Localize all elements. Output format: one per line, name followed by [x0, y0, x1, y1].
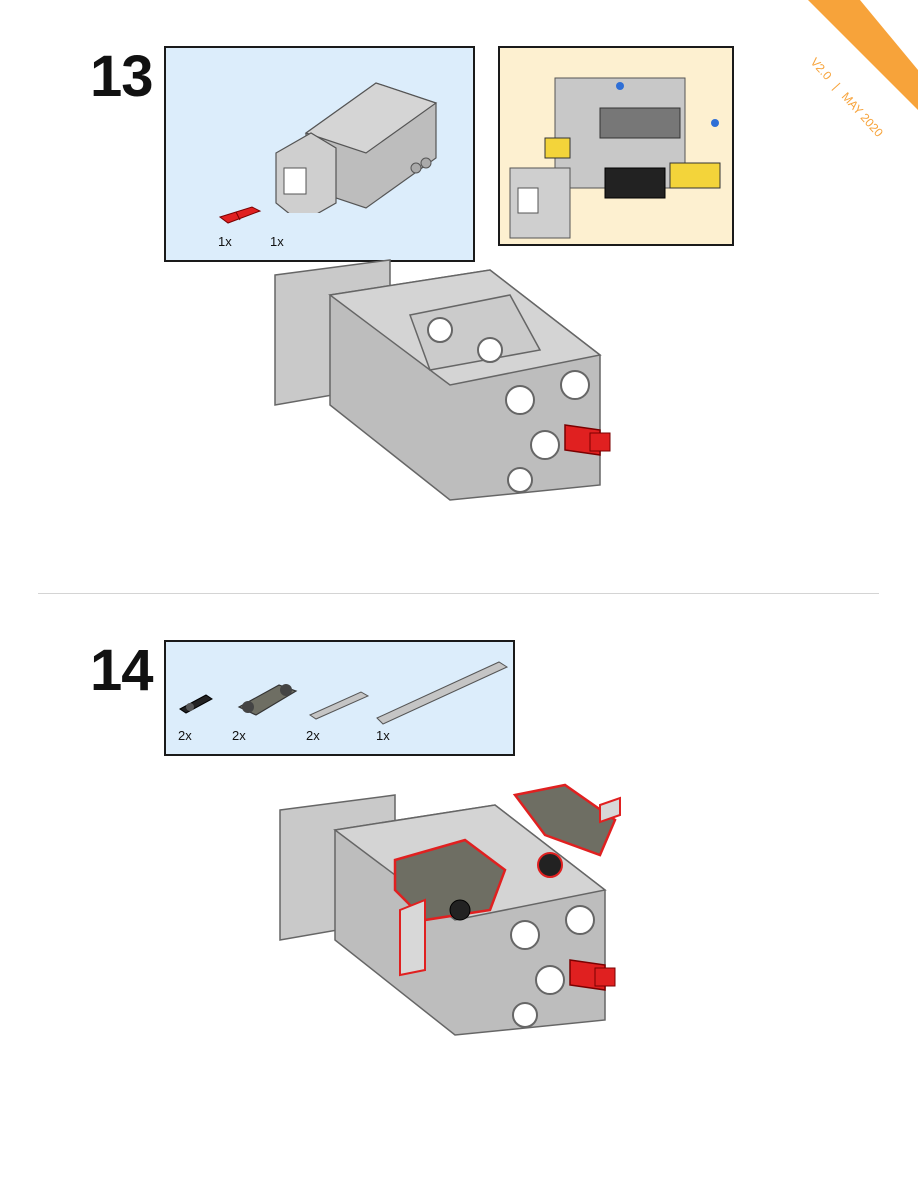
submodel-preview-image	[509, 77, 721, 239]
section-divider	[38, 593, 879, 594]
red-axle-pin-image	[218, 206, 262, 224]
part-qty-black-pin: 2x	[178, 728, 192, 743]
step-number-14: 14	[90, 638, 154, 703]
part-qty-motor: 1x	[218, 234, 232, 249]
red-pin-highlight	[569, 959, 616, 991]
connector-beam-image	[237, 684, 298, 716]
red-pin-highlight	[564, 424, 611, 456]
branding-corner: EDUCATOR ++ V2.0 | MAY 2020	[728, 0, 918, 140]
parts-list-step-14: 2x 2x 2x 1x	[164, 640, 515, 756]
submodel-preview-step-13	[498, 46, 734, 246]
step-14-assembly-image	[279, 783, 621, 1036]
part-qty-red-pin: 1x	[270, 234, 284, 249]
short-axle-image	[308, 691, 370, 720]
step-number-13: 13	[90, 44, 154, 109]
motor-part-image	[275, 82, 438, 213]
branding-ribbon	[808, 0, 918, 110]
part-qty-connector-beam: 2x	[232, 728, 246, 743]
part-qty-short-axle: 2x	[306, 728, 320, 743]
new-axles-highlight	[399, 796, 621, 977]
step-13-assembly-image	[274, 259, 611, 501]
black-pin-image	[179, 694, 213, 714]
branding-separator: |	[830, 80, 843, 92]
long-axle-image	[376, 661, 509, 725]
part-qty-long-axle: 1x	[376, 728, 390, 743]
parts-list-step-13: 1x 1x	[164, 46, 475, 262]
